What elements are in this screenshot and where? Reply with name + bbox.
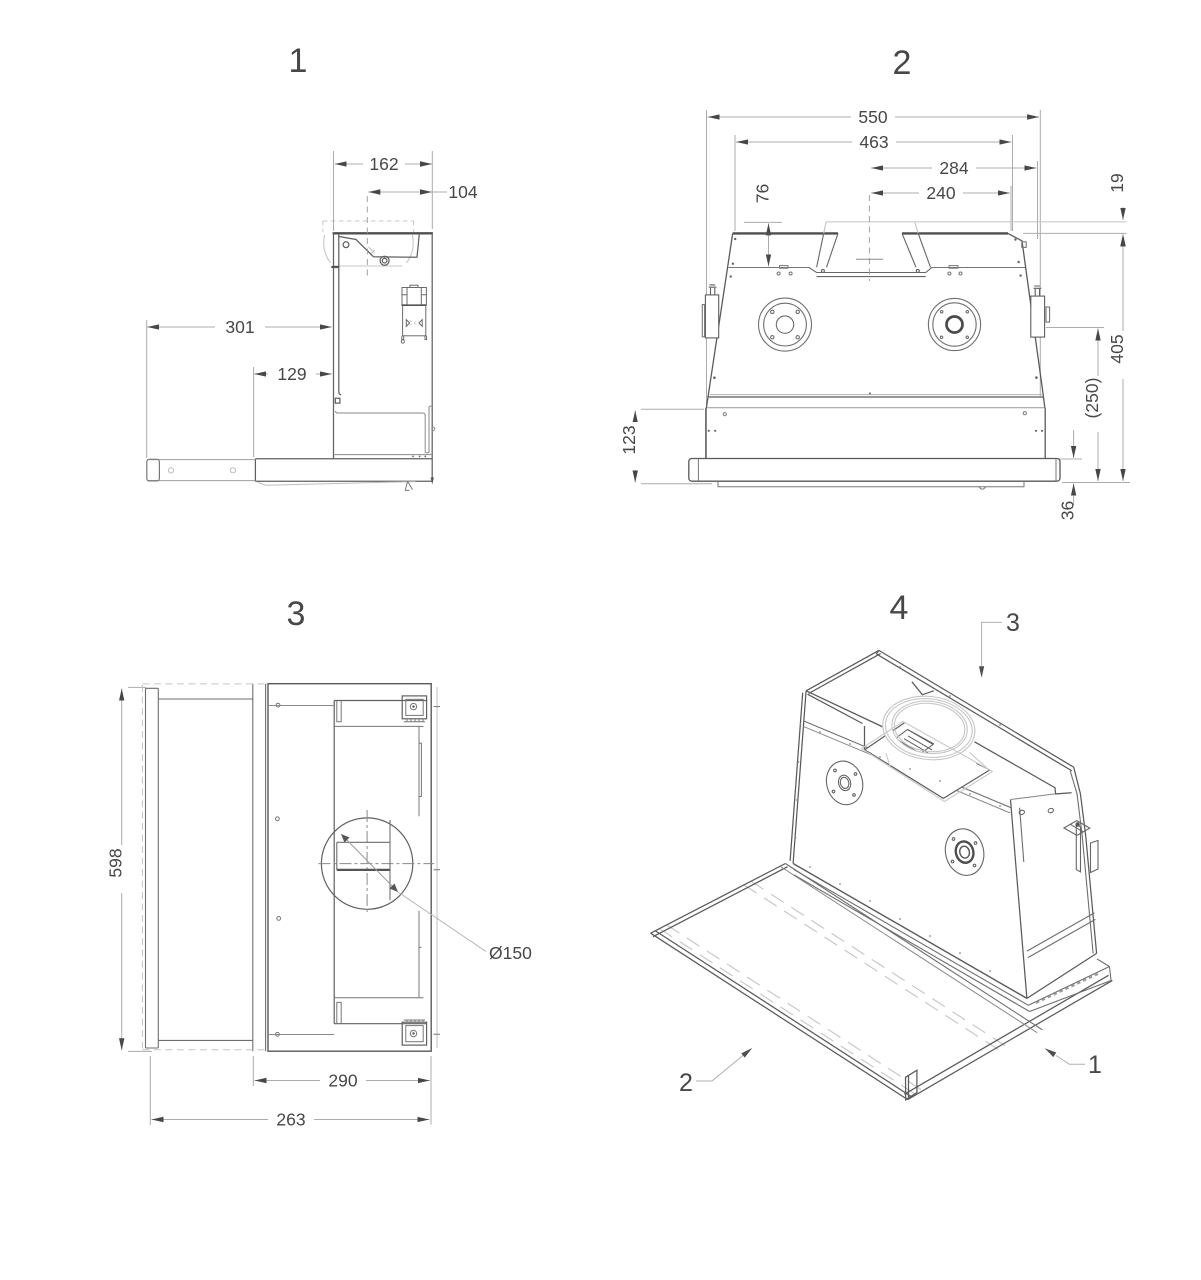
svg-text:290: 290 <box>328 1071 357 1091</box>
svg-text:76: 76 <box>753 184 773 203</box>
svg-text:(250): (250) <box>1082 378 1102 419</box>
svg-text:550: 550 <box>858 107 887 127</box>
svg-text:284: 284 <box>939 158 968 178</box>
svg-text:3: 3 <box>1006 609 1020 637</box>
svg-text:19: 19 <box>1107 173 1127 192</box>
svg-text:240: 240 <box>926 183 955 203</box>
svg-text:1: 1 <box>289 42 308 80</box>
svg-text:36: 36 <box>1058 501 1078 520</box>
svg-text:129: 129 <box>277 364 306 384</box>
svg-text:1: 1 <box>1088 1051 1102 1079</box>
svg-text:4: 4 <box>890 589 909 627</box>
svg-text:2: 2 <box>893 44 912 82</box>
svg-text:2: 2 <box>679 1069 693 1097</box>
svg-text:301: 301 <box>225 317 254 337</box>
svg-text:162: 162 <box>369 154 398 174</box>
svg-text:123: 123 <box>619 425 639 454</box>
svg-text:Ø150: Ø150 <box>489 943 532 963</box>
svg-text:405: 405 <box>1107 334 1127 363</box>
svg-text:263: 263 <box>276 1110 305 1130</box>
svg-text:3: 3 <box>287 595 306 633</box>
svg-text:104: 104 <box>448 182 477 202</box>
svg-text:598: 598 <box>106 848 126 877</box>
svg-text:463: 463 <box>859 132 888 152</box>
